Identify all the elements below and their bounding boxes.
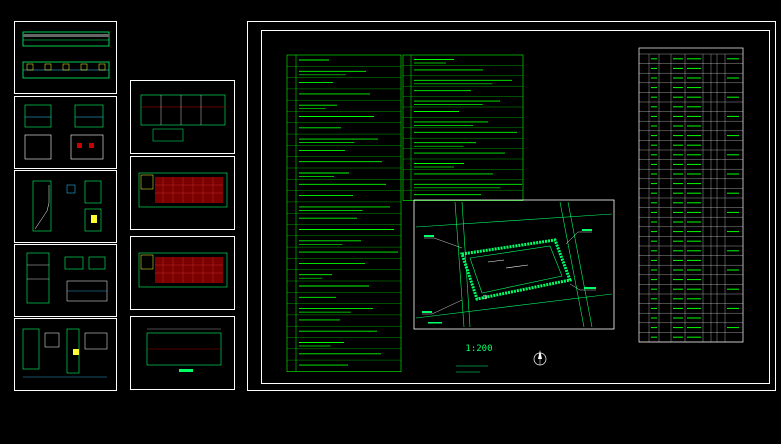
thumb-elevation[interactable] [14, 21, 117, 94]
thumb-ground-floor-plan[interactable] [130, 80, 235, 154]
north-arrow-icon [533, 350, 547, 366]
thumb-detail-b[interactable] [14, 318, 117, 391]
site-plan-building [460, 238, 573, 301]
floor-plan-icon [138, 172, 228, 208]
site-plan-title-underlines [456, 365, 488, 373]
section-drawing-icon [24, 104, 104, 160]
thumb-stair-detail[interactable] [14, 170, 117, 243]
site-plan-title-block: 1:200 [456, 344, 493, 354]
site-plan-frame [413, 199, 615, 330]
site-plan-labels [422, 229, 596, 324]
thumb-first-floor-plan[interactable] [130, 156, 235, 230]
thumb-second-floor-plan[interactable] [130, 236, 235, 310]
detail-drawing-icon [22, 328, 108, 378]
drawing-schedule-table [638, 47, 744, 343]
stair-detail-icon [32, 180, 102, 232]
site-plan-roads [415, 201, 613, 328]
site-plan-callouts [422, 231, 596, 315]
thumb-roof-plan[interactable] [130, 316, 235, 390]
main-drawing-sheet[interactable]: 1:200 [247, 21, 776, 391]
floor-plan-icon [140, 94, 226, 142]
main-drawing-canvas [286, 47, 744, 373]
detail-drawing-icon [26, 252, 108, 304]
schedule-frame [638, 47, 744, 343]
design-notes-table [286, 54, 402, 372]
site-plan-scale: 1:200 [465, 344, 493, 354]
design-notes-table-right [402, 54, 524, 201]
thumb-section[interactable] [14, 96, 117, 169]
roof-plan-icon [146, 328, 222, 372]
elevation-drawing-icon [22, 31, 110, 79]
floor-plan-icon [138, 252, 228, 288]
inner-frame [261, 30, 770, 384]
thumb-detail-a[interactable] [14, 244, 117, 317]
